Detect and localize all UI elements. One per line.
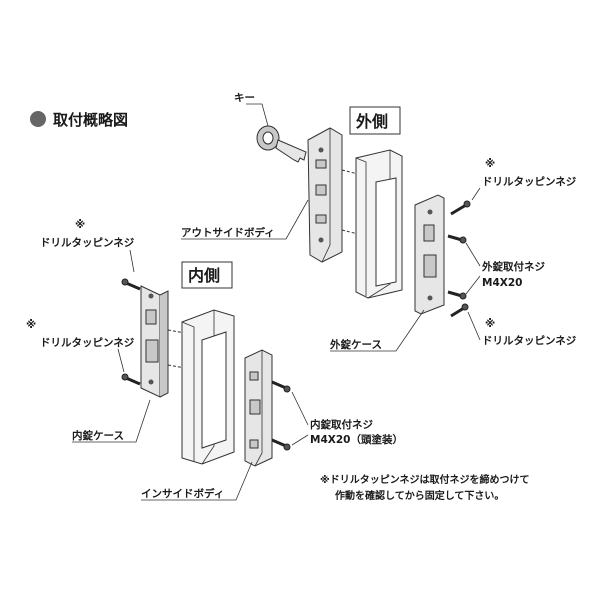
outside-body-label: アウトサイドボディ	[181, 226, 275, 239]
inner-side-label-box: 内側	[181, 261, 233, 289]
outer-drill-screw-top-mark: ※	[485, 158, 495, 170]
outer-mounting-screw-lower-icon	[447, 290, 467, 300]
outer-frame-part	[355, 149, 403, 299]
note-line-2: 作動を確認してから固定して下さい。	[335, 489, 504, 502]
outer-drill-screw-top-label: ドリルタッピンネジ	[482, 176, 577, 188]
outer-drill-screw-bottom-icon	[450, 303, 469, 318]
inner-lock-case-label: 内錠ケース	[72, 429, 124, 442]
inner-mounting-screw-upper-icon	[271, 380, 291, 393]
inner-drill-screw-bottom-label: ドリルタッピンネジ	[40, 337, 135, 349]
outer-mounting-screw-label-1: 外錠取付ネジ	[481, 260, 545, 273]
title-bullet-icon	[30, 111, 46, 127]
inside-body-label: インサイドボディ	[141, 487, 224, 500]
outer-drill-screw-top-icon	[450, 200, 471, 216]
key-label: キー	[234, 92, 255, 104]
inside-body-part	[244, 349, 273, 467]
outer-side-label-box: 外側	[349, 106, 401, 135]
outer-lock-case-part	[414, 194, 445, 315]
svg-text:内側: 内側	[188, 266, 220, 285]
inner-drill-screw-bottom-mark: ※	[26, 319, 36, 331]
note-line-1: ※ドリルタッピンネジは取付ネジを締めつけて	[320, 473, 530, 486]
inner-mounting-screw-label-2: M4X20（頭塗装）	[310, 433, 403, 446]
inner-lock-case-part	[140, 285, 186, 398]
outer-drill-screw-bottom-label: ドリルタッピンネジ	[482, 335, 577, 347]
outside-body-part	[307, 127, 363, 263]
inner-mounting-screw-label-1: 内錠取付ネジ	[310, 418, 373, 431]
outer-drill-screw-bottom-mark: ※	[485, 318, 495, 330]
inner-frame-part	[181, 309, 235, 465]
inner-mounting-screw-lower-icon	[271, 438, 291, 451]
outer-lock-case-label: 外錠ケース	[329, 338, 382, 351]
outer-mounting-screw-label-2: M4X20	[482, 277, 522, 289]
key-icon	[256, 125, 307, 163]
outer-mounting-screw-upper-icon	[447, 234, 467, 244]
inner-drill-screw-top-mark: ※	[75, 219, 85, 231]
inner-drill-screw-top-label: ドリルタッピンネジ	[40, 237, 135, 249]
inner-drill-screw-bottom-icon	[121, 373, 141, 386]
svg-text:外側: 外側	[355, 112, 388, 131]
diagram-title: 取付概略図	[53, 111, 128, 129]
inner-drill-screw-top-icon	[121, 278, 141, 291]
